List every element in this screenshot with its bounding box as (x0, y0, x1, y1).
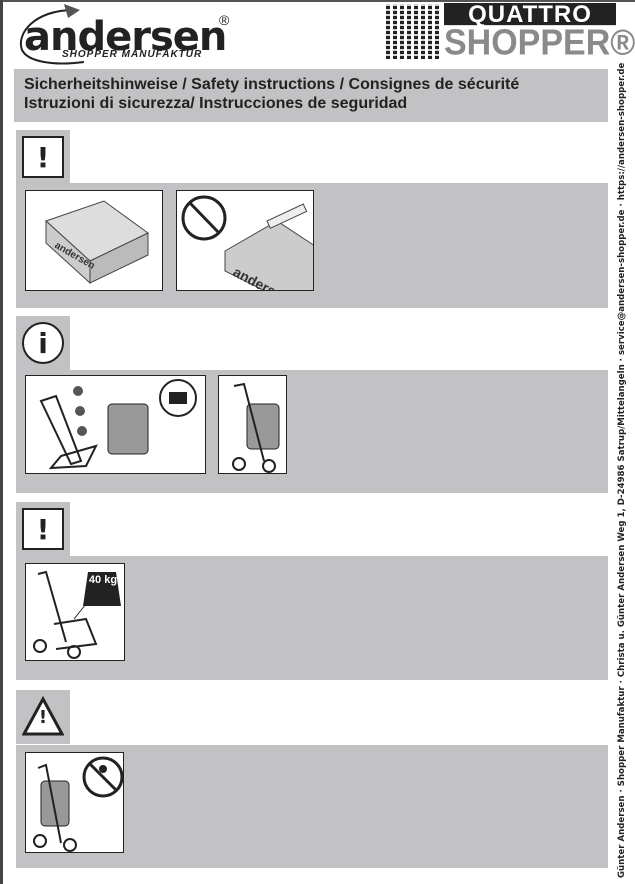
assembled-trolley-illustration (218, 375, 287, 474)
section-4-tab: ! (16, 690, 70, 744)
max-load-illustration: 40 kg (25, 563, 125, 661)
assembly-parts-illustration (25, 375, 206, 474)
footer-contact-vertical: Günter Andersen · Shopper Manufaktur · C… (617, 62, 627, 878)
weight-label: 40 kg (88, 574, 118, 586)
section-2-tab: i (16, 316, 70, 370)
section-1-tab: ! (16, 130, 70, 184)
exclamation-icon: ! (22, 508, 64, 550)
info-icon: i (22, 322, 64, 364)
page-left-edge (0, 0, 3, 884)
page-top-edge (0, 0, 635, 2)
no-knife-box-illustration: andersen (176, 190, 314, 291)
andersen-logo: andersen ® SHOPPER MANUFAKTUR (14, 4, 234, 65)
product-logo-quattro: QUATTRO (444, 3, 616, 27)
section-3-tab: ! (16, 502, 70, 556)
warning-triangle-icon (22, 696, 64, 736)
sealed-box-illustration: andersen (25, 190, 163, 291)
no-child-seat-illustration (25, 752, 124, 853)
product-logo-shopper: SHOPPER® (444, 23, 635, 63)
exclamation-icon: ! (22, 136, 64, 178)
page-title: Sicherheitshinweise / Safety instruction… (14, 69, 608, 122)
qr-code[interactable] (386, 4, 441, 59)
